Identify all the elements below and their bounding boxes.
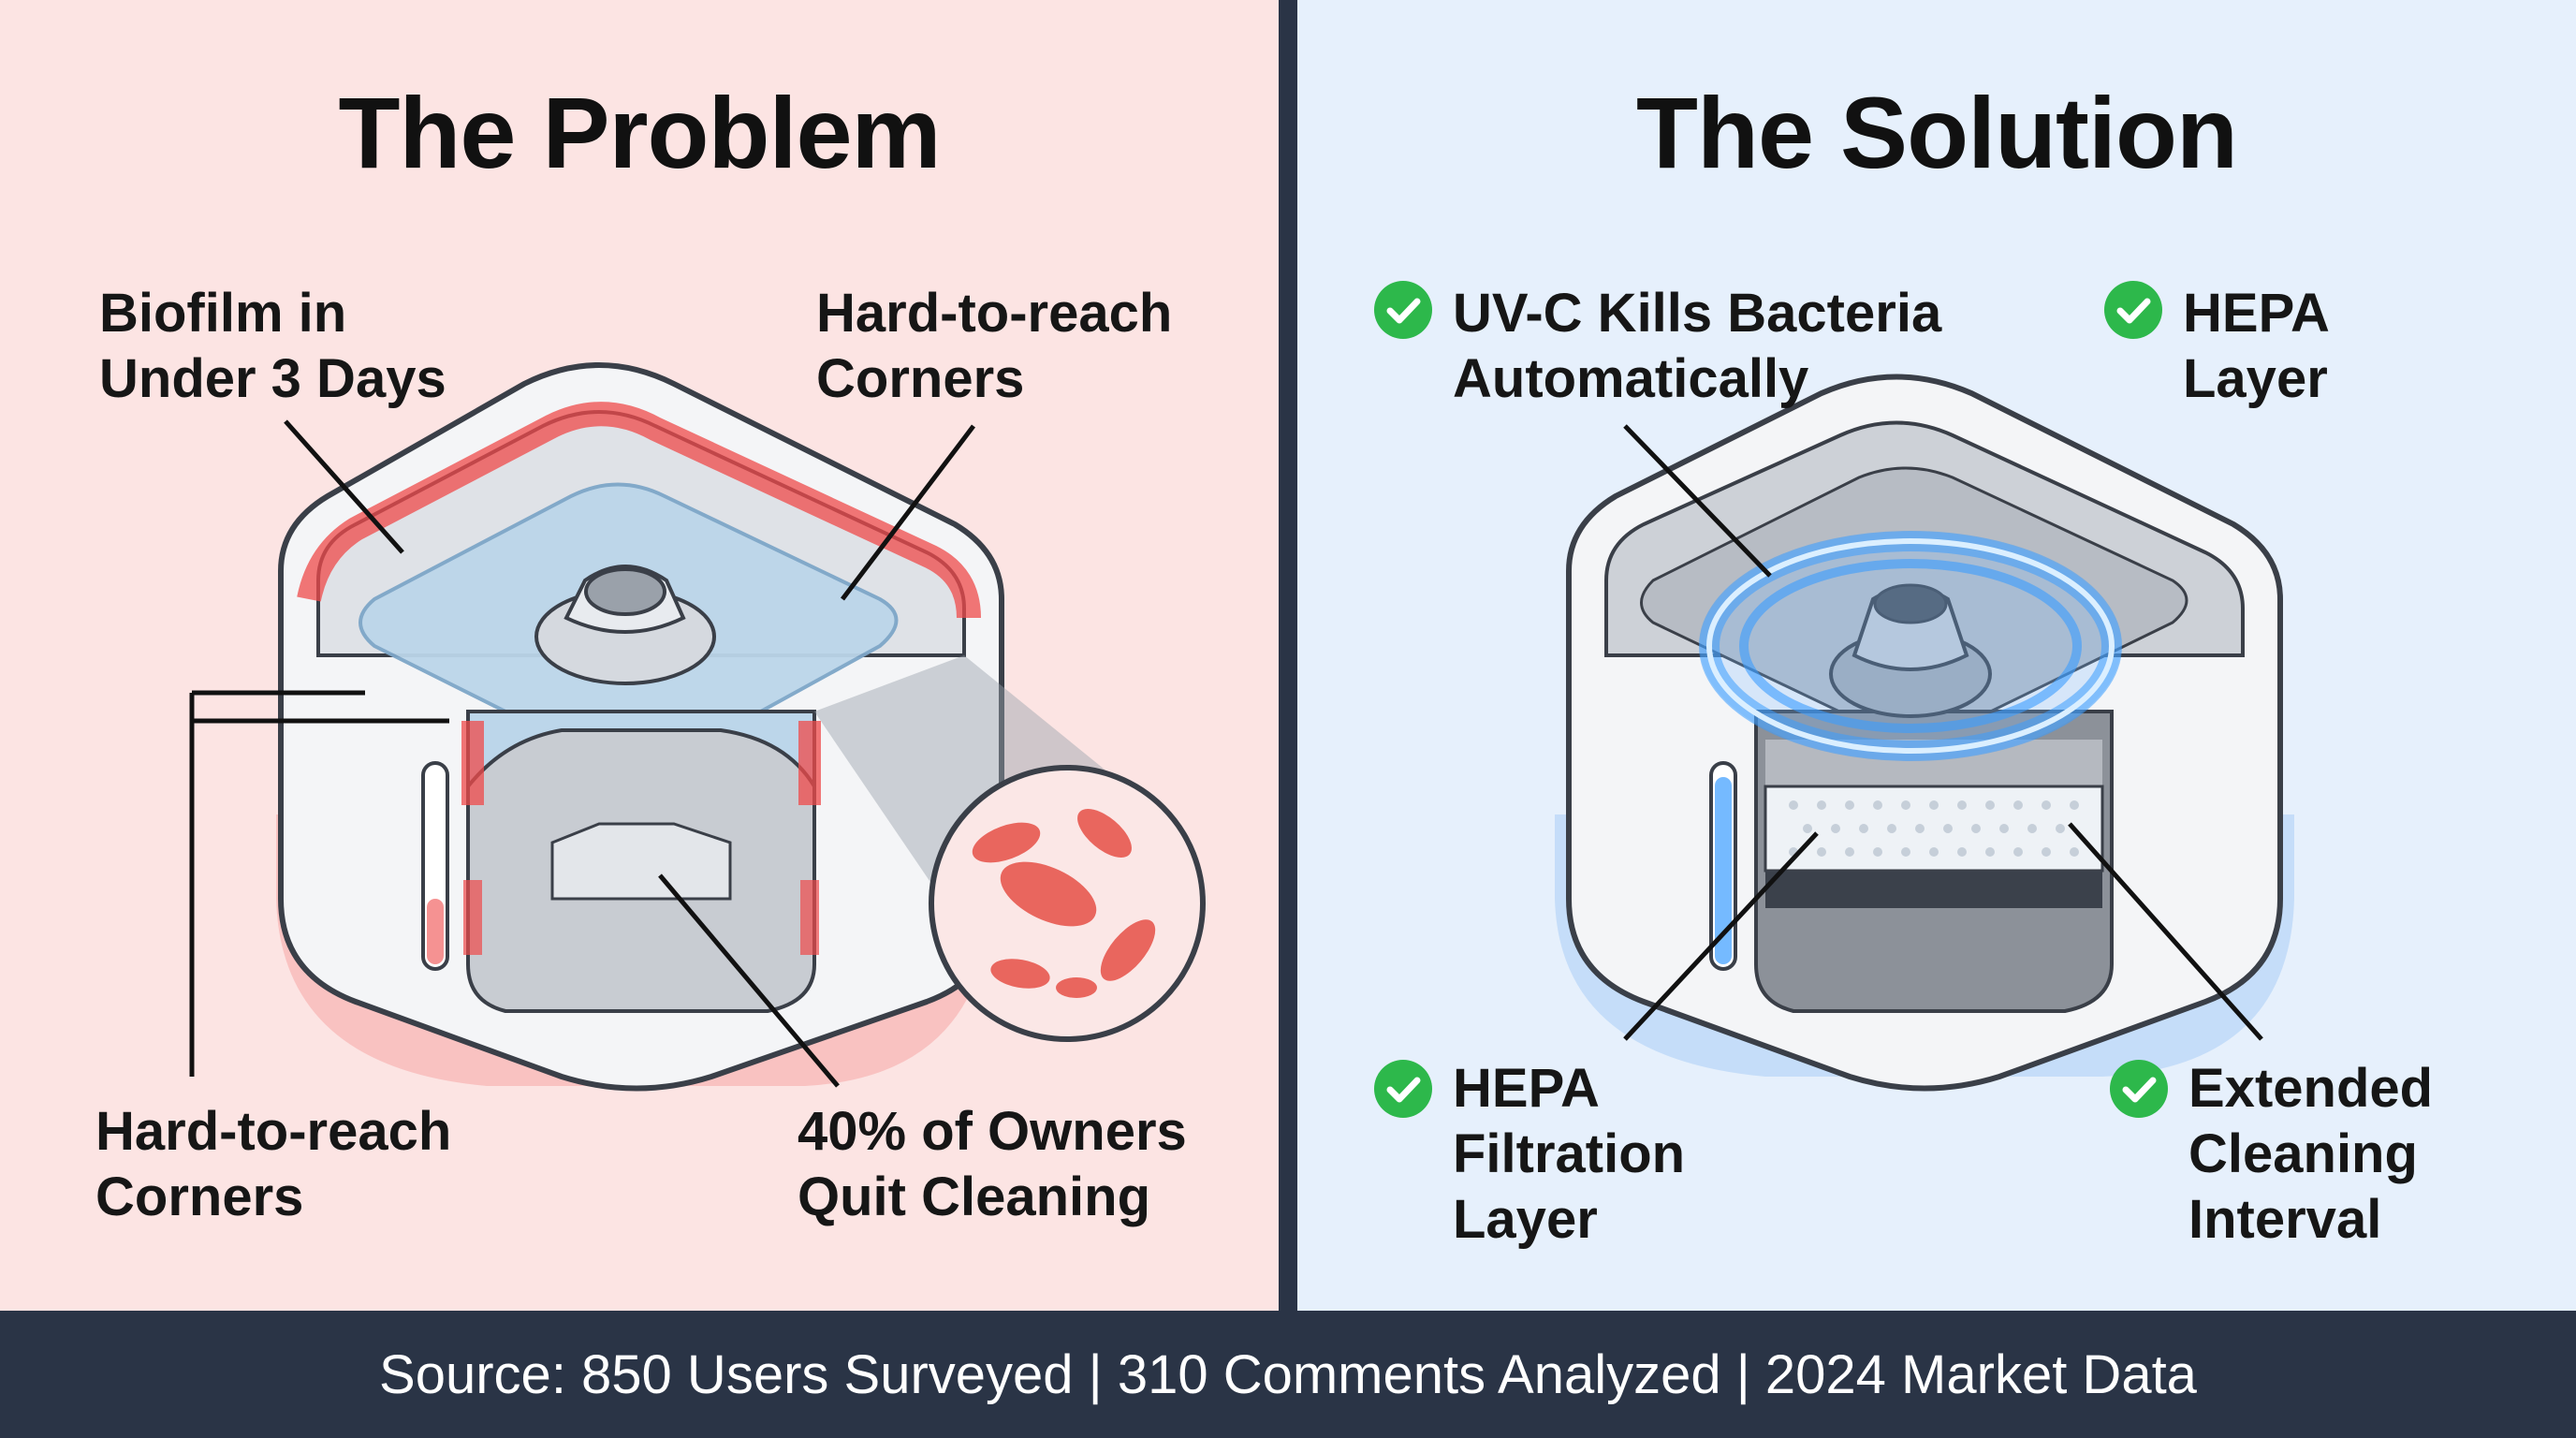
owners-quit-label: 40% of Owners Quit Cleaning	[798, 1101, 1187, 1227]
check-circle-icon	[2104, 281, 2162, 339]
source-text: Source: 850 Users Surveyed | 310 Comment…	[379, 1343, 2197, 1405]
extended-cleaning-label: Extended Cleaning Interval	[2188, 1058, 2434, 1250]
uv-ring-icon	[1699, 531, 2122, 761]
corners-top-label: Hard-to-reach Corners	[816, 283, 1173, 409]
problem-panel: The Problem	[0, 0, 1279, 1311]
solution-title: The Solution	[1636, 76, 2238, 189]
uvc-label: UV-C Kills Bacteria Automatically	[1453, 283, 1942, 409]
solution-fountain-illustration	[1555, 374, 2294, 1092]
solution-panel: The Solution	[1297, 0, 2576, 1311]
hepa-filtration-label: HEPA Filtration Layer	[1453, 1058, 1686, 1250]
check-circle-icon	[1374, 281, 1432, 339]
problem-title: The Problem	[338, 76, 941, 189]
source-footer: Source: 850 Users Surveyed | 310 Comment…	[0, 1311, 2576, 1438]
biofilm-label: Biofilm in Under 3 Days	[99, 283, 446, 409]
check-circle-icon	[2110, 1060, 2168, 1118]
check-circle-icon	[1374, 1060, 1432, 1118]
corners-bottom-label: Hard-to-reach Corners	[95, 1101, 452, 1227]
bacteria-magnifier-icon	[929, 765, 1206, 1042]
problem-fountain-illustration	[189, 362, 1206, 1092]
panel-divider	[1279, 0, 1297, 1311]
hepa-layer-label: HEPA Layer	[2183, 283, 2330, 409]
